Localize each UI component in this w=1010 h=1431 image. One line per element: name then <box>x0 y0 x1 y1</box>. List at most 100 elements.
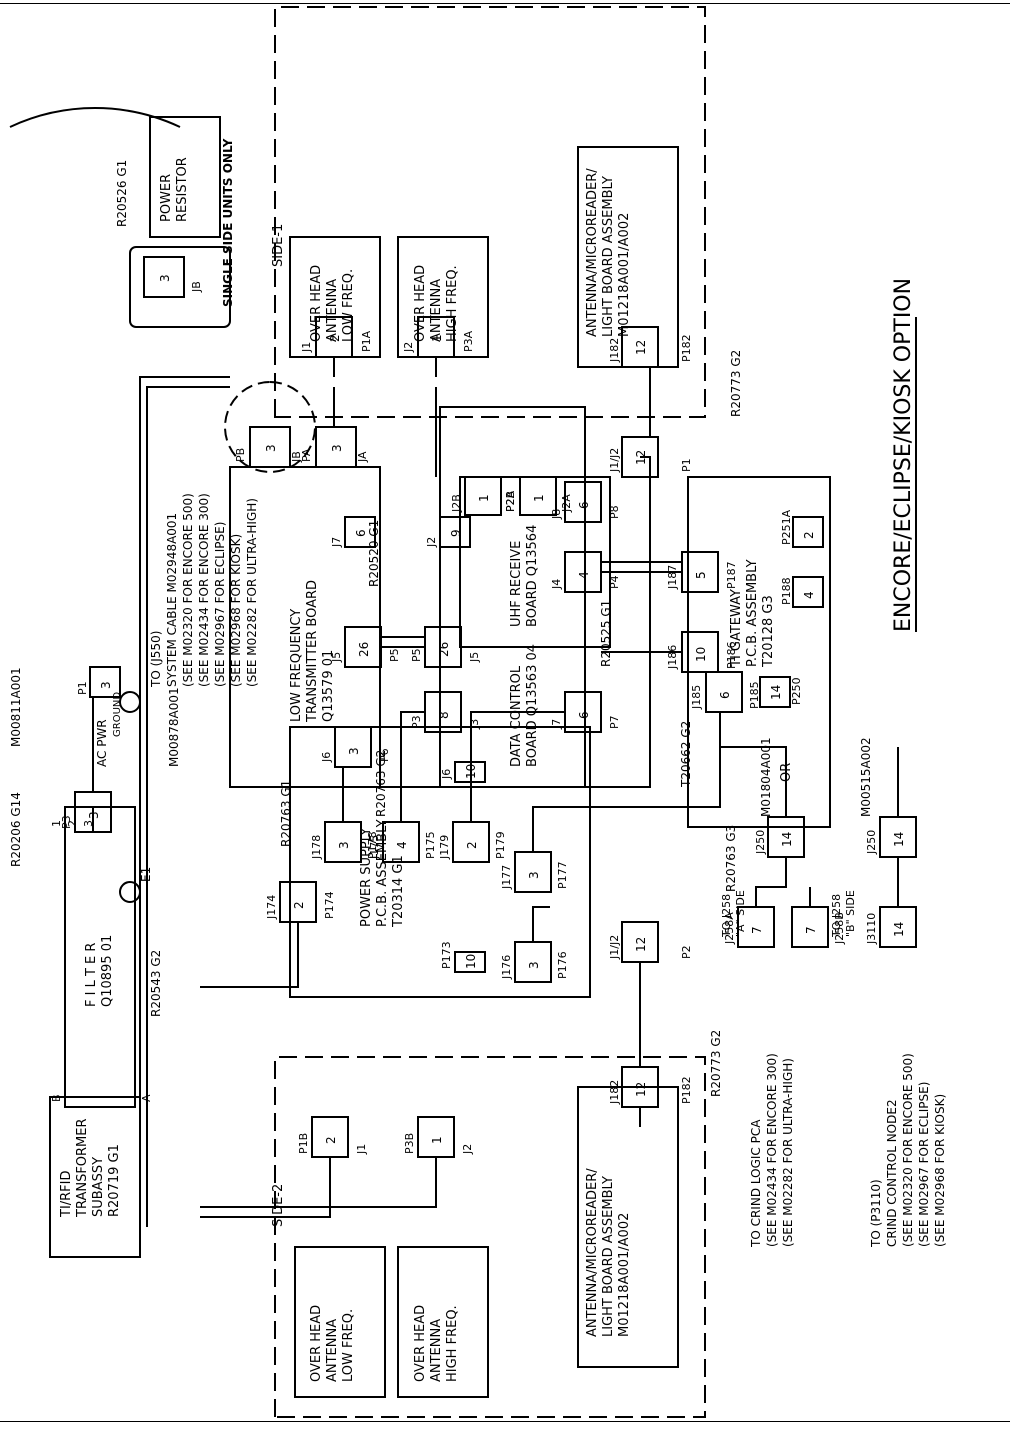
filter-l1: F I L T E R <box>84 943 99 1007</box>
connector-label: J258B <box>833 912 846 945</box>
ant2-box <box>577 1086 679 1368</box>
ref-m01804: M01804A001 <box>759 737 773 817</box>
connector-pin-count: 1 <box>477 494 491 502</box>
connector-label: J1/J2 <box>608 448 621 473</box>
filter-pin-label: B <box>50 1094 63 1102</box>
psu-board <box>289 726 591 998</box>
ref-r20526: R20526 G1 <box>115 160 129 227</box>
connector-mate-label: PA <box>300 448 313 462</box>
ref-m00811: M00811A001 <box>9 667 23 747</box>
lf-tx-l2: TRANSMITTER BOARD <box>305 580 320 723</box>
uhf-rx-l2: BOARD Q13564 <box>525 525 540 627</box>
connector-pin-count: 26 <box>437 642 451 657</box>
p188-conn <box>792 576 824 608</box>
connector-label: J250 <box>865 830 878 855</box>
gateway-l3: T20128 G3 <box>761 595 776 668</box>
connector-label: J1/J2 <box>608 935 621 960</box>
connector-mate-label: P177 <box>556 861 569 889</box>
crind-side-a-l1: TO J258 <box>720 894 733 938</box>
connector-label: P3A <box>462 330 475 352</box>
crind-side-a-l2: "A" SIDE <box>734 890 747 937</box>
connector-pin-count: 14 <box>780 832 794 847</box>
connector-label: J2A <box>560 494 573 513</box>
connector-label: J258A <box>723 912 736 945</box>
syscable-l5: (SEE M02967 FOR ECLIPSE) <box>213 522 227 687</box>
connector-mate-label: P179 <box>494 831 507 859</box>
connector-mate-label: PB <box>234 448 247 462</box>
or-label: OR <box>779 763 794 782</box>
ref-r20763-a: R20763 G2 <box>374 750 388 817</box>
ref-ac-pwr: AC PWR <box>95 719 109 767</box>
j2a-conn <box>519 476 557 516</box>
oh-low-2-box <box>294 1246 386 1398</box>
j2b-conn <box>464 476 502 516</box>
connector-mate-label: P174 <box>323 891 336 919</box>
connector-pin-count: 4 <box>577 571 591 579</box>
p250-conn <box>759 676 791 708</box>
connector-label: J177 <box>500 865 513 890</box>
connector-pin-count: 14 <box>892 922 906 937</box>
ref-r20773-bot: R20773 G2 <box>709 1030 723 1097</box>
connector-label: J7 <box>550 719 563 730</box>
connector-pin-count: 3 <box>347 747 361 755</box>
connector-label: J7 <box>330 537 343 548</box>
ref-r20206: R20206 G14 <box>9 792 23 867</box>
connector-label: JB <box>290 451 303 463</box>
side2-label: SIDE-2 <box>271 1184 286 1227</box>
oh-low-2-l3: LOW FREQ. <box>341 1309 356 1382</box>
connector-pin-count: 2 <box>328 334 342 342</box>
connector-pin-count: 3 <box>264 444 278 452</box>
power-resistor-l2: RESISTOR <box>175 157 190 222</box>
connector-pin-count: 2 <box>324 1136 338 1144</box>
ant1-l3: M01218A001/A002 <box>617 213 632 337</box>
jb-top-conn <box>143 256 185 298</box>
gateway-l1: TI GATEWAY <box>729 589 744 668</box>
ant1-l1: ANTENNA/MICROREADER/ <box>585 168 600 337</box>
connector-mate-label: J1 <box>300 342 313 353</box>
side2-border <box>274 1056 706 1418</box>
crind-logic-l1: TO CRIND LOGIC PCA <box>749 1119 763 1248</box>
j185-conn <box>705 671 743 713</box>
oh-low-2-l2: ANTENNA <box>325 1319 340 1382</box>
transformer-l3: SUBASSY <box>91 1157 106 1217</box>
jb-circle <box>224 381 316 473</box>
connector-pin-count: 6 <box>577 501 591 509</box>
connector-mate-label: P2 <box>680 945 693 959</box>
connector-label: J185 <box>690 685 703 710</box>
ref-r20543: R20543 G2 <box>149 950 163 1017</box>
crind-ctrl-l2: CRIND CONTROL NODE2 <box>885 1099 899 1247</box>
connector-label: P5 <box>410 648 423 662</box>
ref-r20773-top: R20773 G2 <box>729 350 743 417</box>
filter-pin-label: A <box>140 1094 153 1102</box>
connector-pin-count: 2 <box>465 841 479 849</box>
connector-label: P3B <box>403 1133 416 1154</box>
connector-pin-count: 4 <box>395 841 409 849</box>
psu-l1: POWER SUPPLY <box>359 828 374 927</box>
connector-pin-count: 4 <box>802 591 816 599</box>
connector-label: P1A <box>360 330 373 352</box>
connector-label: J4 <box>550 579 563 590</box>
transformer-l1: TI/RFID <box>59 1170 74 1218</box>
j182-top-conn <box>621 326 659 368</box>
connector-pin-count: 10 <box>464 954 478 969</box>
connector-label: P188 <box>780 577 793 605</box>
oh-low-1-l2: ANTENNA <box>325 279 340 342</box>
connector-label: P250 <box>790 677 803 705</box>
ref-r20763-c: R20763 G3 <box>724 825 738 892</box>
connector-mate-label: J2 <box>461 1144 474 1155</box>
ref-r20763-b: R20763 G1 <box>279 780 293 847</box>
connector-pin-count: 2 <box>802 531 816 539</box>
connector-label: J174 <box>265 895 278 920</box>
j1j2-top-conn <box>621 436 659 478</box>
single-side-arc <box>9 107 181 128</box>
connector-pin-count: 3 <box>99 681 113 689</box>
connector-pin-count: 14 <box>769 685 783 700</box>
ant2-l3: M01218A001/A002 <box>617 1213 632 1337</box>
connector-pin-count: 1 <box>532 494 546 502</box>
crind-logic-l2: (SEE M02434 FOR ENCORE 300) <box>765 1053 779 1247</box>
gateway-board <box>687 476 831 828</box>
jb-lf-conn <box>249 426 291 468</box>
crind-ctrl-l5: (SEE M02968 FOR KIOSK) <box>933 1094 947 1247</box>
connector-mate-label: P6 <box>378 748 391 762</box>
bottom-rule <box>0 1421 1010 1422</box>
